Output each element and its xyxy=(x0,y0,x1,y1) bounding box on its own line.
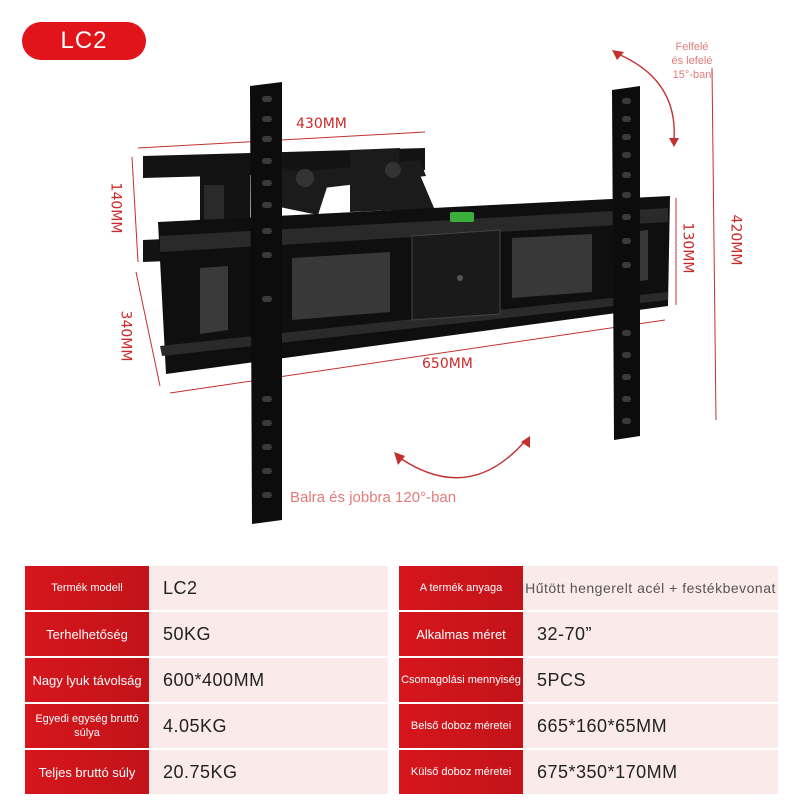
swivel-note: Balra és jobbra 120°-ban xyxy=(290,489,457,506)
spec-row: Egyedi egység bruttó súlya 4.05KG Belső … xyxy=(22,704,778,748)
spec-row: Teljes bruttó súly 20.75KG Külső doboz m… xyxy=(22,750,778,794)
spec-row: Termék modell LC2 A termék anyaga Hűtött… xyxy=(22,566,778,610)
tv-mount-illustration xyxy=(131,50,717,524)
dim-right-inner-height: 130MM xyxy=(679,222,696,274)
dim-bottom-width: 650MM xyxy=(422,356,473,372)
spec-label: Egyedi egység bruttó súlya xyxy=(22,704,149,748)
tilt-arrow xyxy=(617,53,675,141)
spec-label: Nagy lyuk távolság xyxy=(22,658,149,702)
spec-label: Külső doboz méretei xyxy=(396,750,523,794)
spec-value: 5PCS xyxy=(523,658,778,702)
model-badge: LC2 xyxy=(22,22,146,60)
dim-top-width: 430MM xyxy=(296,116,347,132)
spec-value: Hűtött hengerelt acél + festékbevonat xyxy=(523,566,778,610)
spec-label: A termék anyaga xyxy=(396,566,523,610)
tilt-note: Felfelé és lefelé 15°-ban xyxy=(671,41,713,81)
spec-label: Belső doboz méretei xyxy=(396,704,523,748)
dim-depth: 340MM xyxy=(117,310,134,362)
spec-value: 4.05KG xyxy=(149,704,388,748)
swivel-arrow xyxy=(399,439,527,479)
spec-value: 675*350*170MM xyxy=(523,750,778,794)
vertical-strap-right xyxy=(612,86,640,440)
spec-value: 32-70” xyxy=(523,612,778,656)
vertical-strap-left xyxy=(250,82,282,524)
spec-label: Csomagolási mennyiség xyxy=(396,658,523,702)
spec-label: Termék modell xyxy=(22,566,149,610)
spec-row: Nagy lyuk távolság 600*400MM Csomagolási… xyxy=(22,658,778,702)
spec-value: 20.75KG xyxy=(149,750,388,794)
dim-total-height: 420MM xyxy=(727,214,744,266)
spec-label: Terhelhetőség xyxy=(22,612,149,656)
spec-value: LC2 xyxy=(149,566,388,610)
spec-value: 600*400MM xyxy=(149,658,388,702)
spec-value: 665*160*65MM xyxy=(523,704,778,748)
spec-label: Teljes bruttó súly xyxy=(22,750,149,794)
dim-left-height: 140MM xyxy=(107,182,124,234)
tv-bracket xyxy=(158,196,670,374)
spec-row: Terhelhetőség 50KG Alkalmas méret 32-70” xyxy=(22,612,778,656)
spec-label: Alkalmas méret xyxy=(396,612,523,656)
spec-table: Termék modell LC2 A termék anyaga Hűtött… xyxy=(22,566,778,796)
spec-value: 50KG xyxy=(149,612,388,656)
